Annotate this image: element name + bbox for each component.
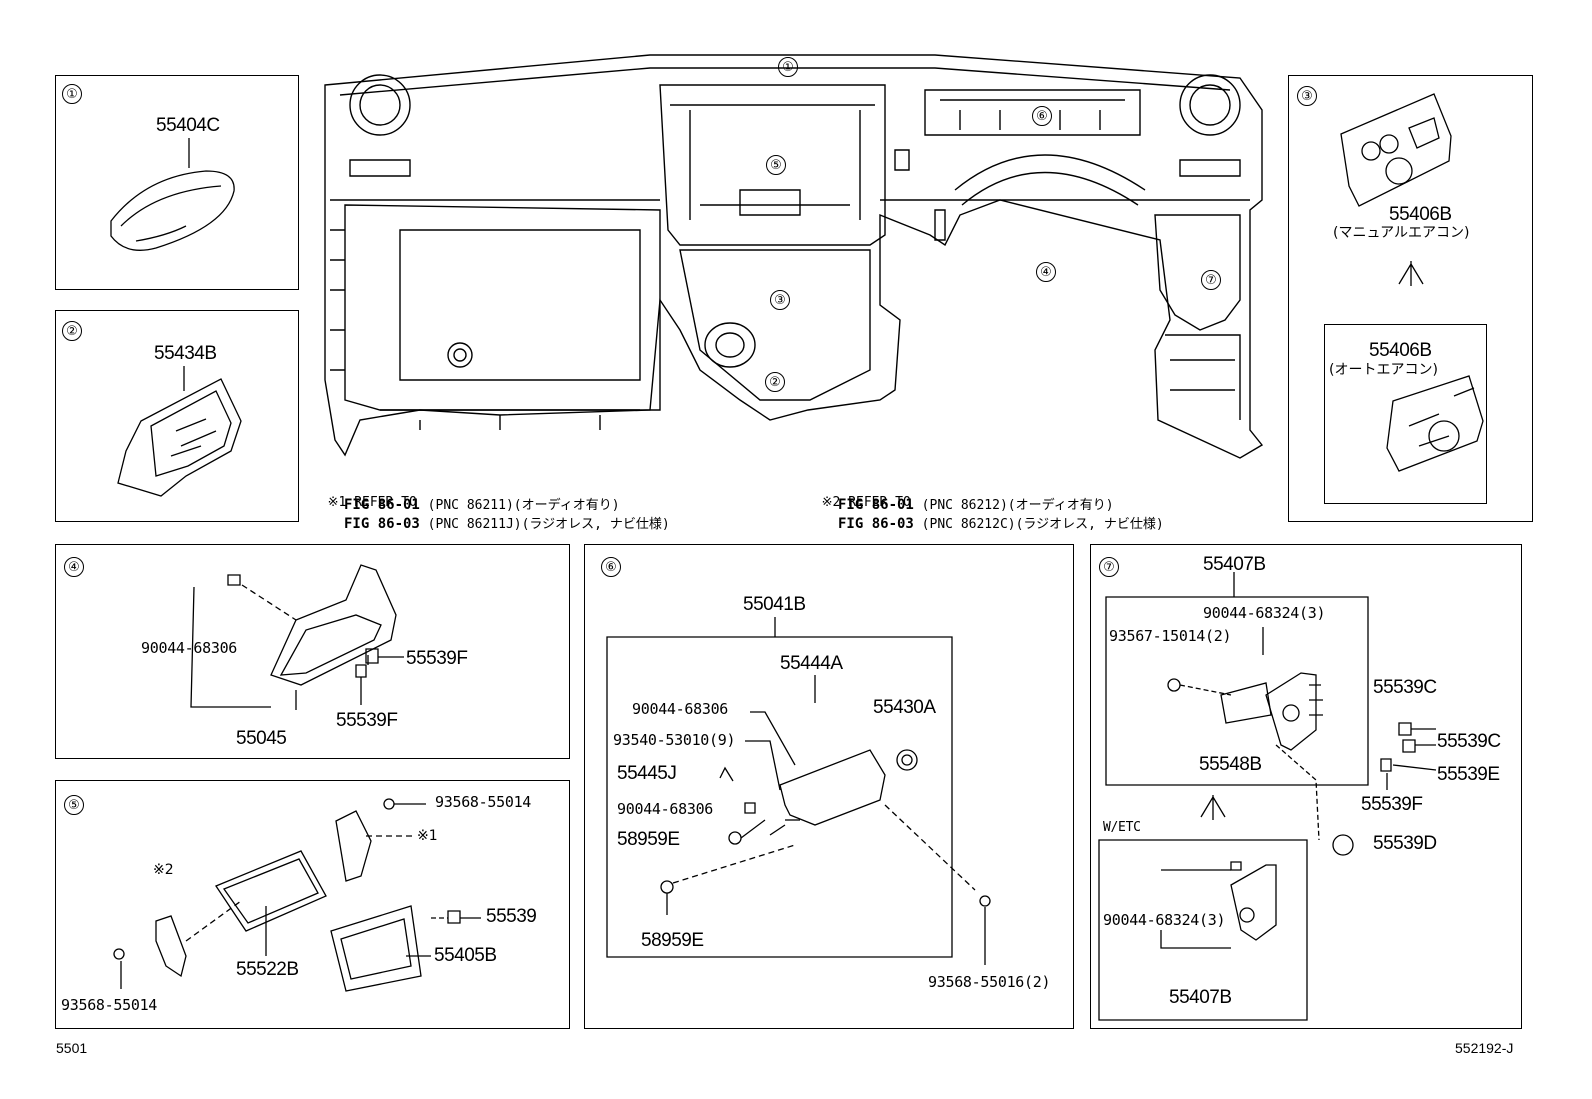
ref-3-main: ③: [770, 290, 790, 310]
part-55404C: 55404C: [156, 115, 220, 136]
part-55539F-a: 55539F: [406, 648, 468, 669]
part-55539C-b: 55539C: [1437, 731, 1501, 752]
part-58959E-a: 58959E: [617, 829, 680, 850]
note-1-line1: ※1 REFER TO: [327, 495, 417, 510]
detail-box-6: ⑥ 55041B 55444A 90044-68306 55430A 93540…: [584, 544, 1074, 1029]
switch-panel-drawing: [1091, 545, 1523, 1030]
part-55407B-bottom: 55407B: [1169, 987, 1232, 1008]
detail-box-1: ① 55404C: [55, 75, 299, 290]
note-1-pnc-a: (PNC 86211)(オーディオ有り): [419, 498, 620, 513]
audio-panel-drawing: [56, 781, 571, 1030]
ref-2-main: ②: [765, 372, 785, 392]
part-55434B: 55434B: [154, 343, 217, 364]
label-w-etc: W/ETC: [1103, 820, 1141, 835]
bezel-drawing: [56, 311, 300, 523]
note-1: ※1 REFER TO: [312, 477, 417, 511]
detail-box-7: ⑦ 55407B 90044-68324(3) 93567-15014(2) 5…: [1090, 544, 1522, 1029]
part-90044-68306-b: 90044-68306: [617, 800, 714, 818]
part-93540-53010: 93540-53010(9): [613, 731, 736, 749]
part-55430A: 55430A: [873, 697, 936, 718]
footer-figure-code: 552192-J: [1455, 1040, 1514, 1056]
label-auto-aircon: (オートエアコン): [1329, 362, 1438, 378]
part-55406B-manual: 55406B: [1389, 204, 1452, 225]
part-55405B: 55405B: [434, 945, 497, 966]
part-55548B: 55548B: [1199, 754, 1262, 775]
ref-5-main: ⑤: [766, 155, 786, 175]
detail-box-5: ⑤ 93568-55014 ※1 ※2 55539 55522B 55405B …: [55, 780, 570, 1029]
note-2-line2: FIG 86-01 (PNC 86212)(オーディオ有り): [838, 497, 1114, 514]
part-55539C-a: 55539C: [1373, 677, 1437, 698]
garnish-drawing: [56, 76, 300, 291]
part-93567-15014: 93567-15014(2): [1109, 627, 1232, 645]
glovebox-frame-drawing: [56, 545, 571, 760]
ref-6-main: ⑥: [1032, 106, 1052, 126]
climate-panel-drawing: [1289, 76, 1534, 523]
ref-4-main: ④: [1036, 262, 1056, 282]
ref-mark-2: ※2: [153, 862, 174, 878]
ref-1: ①: [62, 84, 82, 104]
note-2-fig-a: FIG 86-01: [838, 497, 914, 513]
ref-1-main: ①: [778, 57, 798, 77]
note-2-line3: FIG 86-03 (PNC 86212C)(ラジオレス, ナビ仕様): [838, 516, 1164, 533]
note-2-pnc-b: (PNC 86212C)(ラジオレス, ナビ仕様): [913, 517, 1164, 532]
part-55444A: 55444A: [780, 653, 843, 674]
part-55539: 55539: [486, 906, 537, 927]
note-2: ※2 REFER TO: [806, 477, 911, 511]
ref-7-main: ⑦: [1201, 270, 1221, 290]
note-2-fig-b: FIG 86-03: [838, 516, 914, 532]
part-93568-55014-top: 93568-55014: [435, 793, 532, 811]
auto-aircon-box: 55406B (オートエアコン): [1324, 324, 1487, 504]
glovebox-door-drawing: [585, 545, 1075, 1030]
ref-2: ②: [62, 321, 82, 341]
detail-box-2: ② 55434B: [55, 310, 299, 522]
note-1-line2: FIG 86-01 (PNC 86211)(オーディオ有り): [344, 497, 620, 514]
part-55539F: 55539F: [1361, 794, 1423, 815]
detail-box-4: ④ 90044-68306 55539F 55539F 55045: [55, 544, 570, 759]
note-1-fig-a: FIG 86-01: [344, 497, 420, 513]
note-1-pnc-b: (PNC 86211J)(ラジオレス, ナビ仕様): [419, 517, 670, 532]
part-90044-68324-a: 90044-68324(3): [1203, 604, 1326, 622]
part-90044-68306-a: 90044-68306: [632, 700, 729, 718]
part-55539E: 55539E: [1437, 764, 1500, 785]
detail-box-3: ③ 55406B (マニュアルエアコン) 55406B (オートエアコン): [1288, 75, 1533, 522]
footer-page-code: 5501: [56, 1040, 88, 1056]
note-1-fig-b: FIG 86-03: [344, 516, 420, 532]
part-90044-68306: 90044-68306: [141, 639, 238, 657]
part-55522B: 55522B: [236, 959, 299, 980]
note-1-line3: FIG 86-03 (PNC 86211J)(ラジオレス, ナビ仕様): [344, 516, 670, 533]
note-2-pnc-a: (PNC 86212)(オーディオ有り): [913, 498, 1114, 513]
ref-6: ⑥: [601, 557, 621, 577]
ref-3: ③: [1297, 86, 1317, 106]
part-55045: 55045: [236, 728, 287, 749]
part-58959E-b: 58959E: [641, 930, 704, 951]
part-90044-68324-b: 90044-68324(3): [1103, 911, 1226, 929]
part-93568-55014-bottom: 93568-55014: [61, 996, 158, 1014]
part-55539D: 55539D: [1373, 833, 1437, 854]
ref-4: ④: [64, 557, 84, 577]
ref-7: ⑦: [1099, 557, 1119, 577]
part-55041B: 55041B: [743, 594, 806, 615]
ref-mark-1: ※1: [417, 828, 438, 844]
part-55407B-top: 55407B: [1203, 554, 1266, 575]
part-55539F-b: 55539F: [336, 710, 398, 731]
label-manual-aircon: (マニュアルエアコン): [1333, 225, 1470, 241]
part-55445J: 55445J: [617, 763, 677, 784]
part-93568-55016: 93568-55016(2): [928, 973, 1051, 991]
part-55406B-auto: 55406B: [1369, 340, 1432, 361]
ref-5: ⑤: [64, 795, 84, 815]
note-2-line1: ※2 REFER TO: [821, 495, 911, 510]
